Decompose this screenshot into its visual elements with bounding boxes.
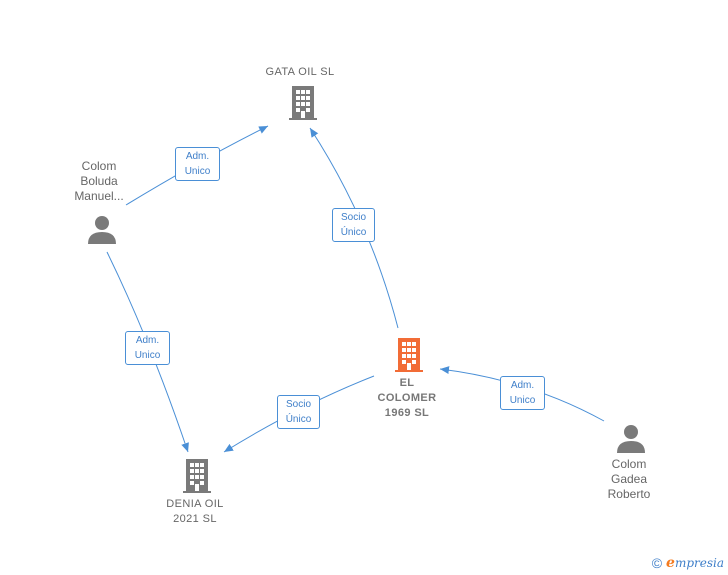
node-label-denia-oil[interactable]: DENIA OIL 2021 SL — [166, 498, 224, 525]
copyright-icon: © — [651, 555, 663, 571]
edge-label-colomer-to-gata: Socio Único — [332, 208, 375, 242]
edge-label-boluda-to-gata: Adm. Unico — [175, 147, 220, 181]
brand-logo-e: e — [666, 555, 675, 571]
edge-label-boluda-to-denia: Adm. Unico — [125, 331, 170, 365]
edge-label-gadea-to-colomer: Adm. Unico — [500, 376, 545, 410]
node-label-colom-gadea[interactable]: Colom Gadea Roberto — [607, 457, 651, 501]
building-icon[interactable] — [288, 84, 318, 120]
person-icon[interactable] — [616, 423, 646, 453]
node-label-gata-oil[interactable]: GATA OIL SL — [265, 66, 335, 78]
node-label-colom-boluda[interactable]: Colom Boluda Manuel... — [74, 159, 124, 203]
node-label-el-colomer[interactable]: EL COLOMER 1969 SL — [377, 377, 437, 419]
brand-logo-text: mpresia — [674, 556, 724, 570]
building-icon[interactable] — [394, 336, 424, 372]
edge-label-colomer-to-denia: Socio Único — [277, 395, 320, 429]
building-icon[interactable] — [182, 457, 212, 493]
person-icon[interactable] — [87, 214, 117, 244]
